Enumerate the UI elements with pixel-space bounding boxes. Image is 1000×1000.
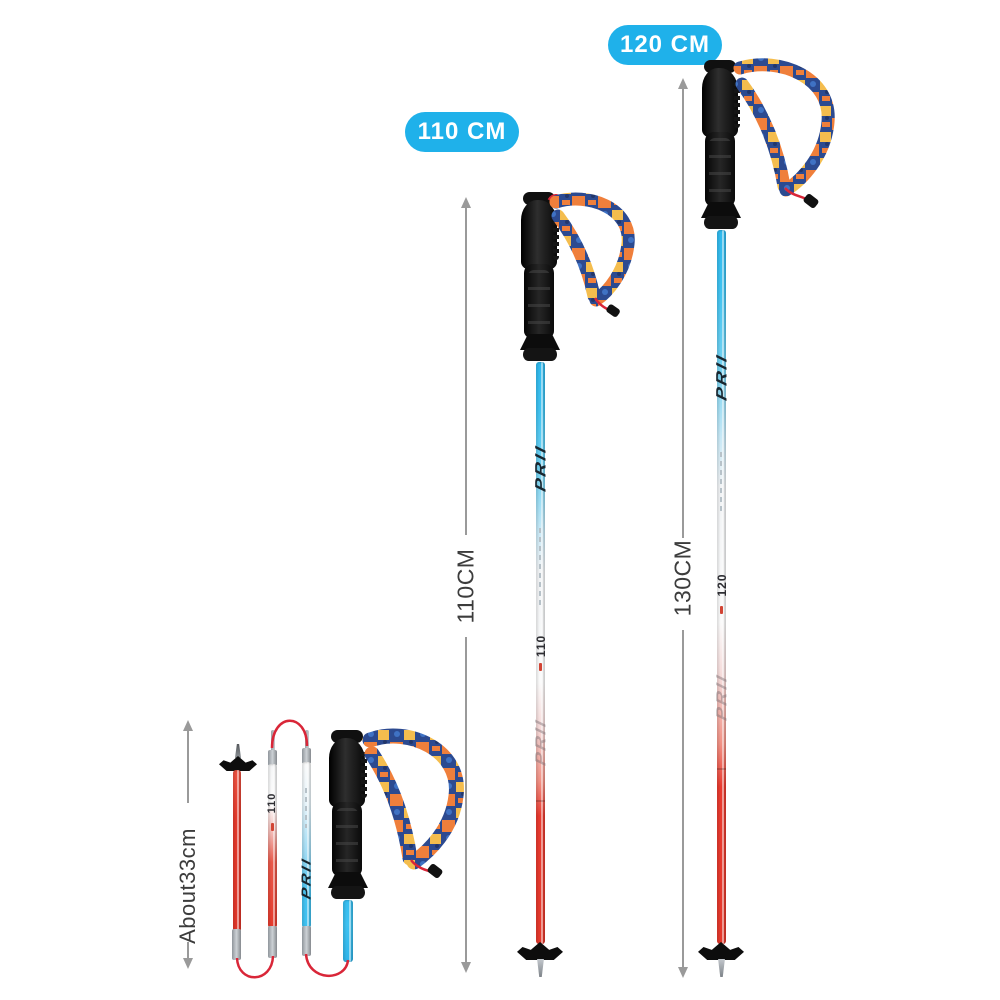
folded-segment3-stub	[305, 730, 309, 750]
pole-120-tip	[718, 959, 725, 977]
pole-110-shaft	[536, 362, 545, 944]
pole-120-brand-logo: PRII	[713, 351, 731, 403]
cord-bottom-loop-2	[304, 953, 350, 977]
dimension-arrow-down-folded	[183, 958, 193, 969]
pole-120-handle-flange	[704, 216, 738, 229]
pole-110-handle	[518, 192, 562, 364]
pole-110-joint	[536, 800, 545, 802]
pole-110-size-marking: 110	[534, 634, 548, 658]
folded-strap-toggle	[427, 863, 443, 879]
folded-segment2-shaft	[268, 764, 277, 928]
pole-110-handle-flange	[523, 348, 557, 361]
folded-segment2-size-marking: 110	[266, 792, 278, 814]
pole-110-strap-toggle	[606, 304, 620, 317]
folded-handle-shaft	[343, 900, 353, 962]
folded-segment1-shaft	[233, 770, 241, 932]
pole-110-micro-text	[539, 528, 541, 606]
dimension-arrow-up-130	[678, 78, 688, 89]
folded-grip-lower	[332, 802, 362, 876]
pole-120-grip-upper	[702, 68, 740, 138]
pole-110-brand-logo: PRII	[532, 442, 550, 494]
folded-segment3-brand-logo: PRII	[298, 855, 314, 901]
dimension-label-110: 110CM	[452, 548, 479, 624]
dimension-arrow-down-110	[461, 962, 471, 973]
pole-120-size-marking: 120	[715, 573, 729, 597]
pole-110-basket	[517, 942, 563, 960]
dimension-label-folded: About33cm	[175, 828, 200, 944]
dimension-arrow-down-130	[678, 967, 688, 978]
pole-110-handle-collar	[520, 334, 560, 350]
pole-120-handle-collar	[701, 202, 741, 218]
pole-120-grip-lower	[705, 132, 735, 206]
folded-segment3-micro-text	[305, 788, 307, 828]
pole-120-joint	[717, 768, 726, 770]
pole-110-red-mark	[539, 663, 542, 671]
pole-110-tip	[537, 959, 544, 977]
dimension-arrow-up-110	[461, 197, 471, 208]
pole-110-brand-logo-faint: PRII	[532, 716, 550, 768]
dimension-line-110-bottom	[465, 637, 467, 962]
dimension-arrow-up-folded	[183, 720, 193, 731]
dimension-line-130-bottom	[682, 630, 684, 967]
pole-110-grip-upper	[521, 200, 559, 270]
folded-handle-collar	[328, 872, 368, 888]
dimension-line-folded-bottom	[187, 942, 189, 958]
folded-handle	[326, 730, 370, 902]
folded-segment2-red-mark	[271, 823, 274, 831]
folded-segment3-shaft	[302, 762, 311, 928]
pole-120-basket	[698, 942, 744, 960]
cord-bottom-loop-1	[235, 955, 275, 979]
pole-120-strap-toggle	[803, 193, 819, 209]
pole-120-handle	[699, 60, 743, 232]
pole-120-red-mark	[720, 606, 723, 614]
folded-strap	[362, 728, 464, 879]
cord-top-loop	[270, 719, 309, 749]
dimension-line-110-top	[465, 208, 467, 535]
size-badge-110: 110 CM	[405, 112, 519, 152]
dimension-label-130: 130CM	[669, 539, 696, 617]
folded-segment2-ferrule-bottom	[268, 926, 277, 958]
folded-segment3-ferrule-top	[302, 748, 311, 764]
dimension-line-130-top	[682, 89, 684, 538]
pole-120-micro-text	[720, 452, 722, 514]
folded-grip-upper	[329, 738, 367, 808]
folded-handle-flange	[331, 886, 365, 899]
folded-segment2-ferrule-top	[268, 750, 277, 766]
folded-segment3-ferrule-bottom	[302, 926, 311, 956]
folded-segment1-ferrule	[232, 929, 241, 960]
pole-110-grip-lower	[524, 264, 554, 338]
dimension-line-folded-top	[187, 731, 189, 803]
size-badge-120: 120 CM	[608, 25, 722, 65]
folded-segment1-tip	[234, 744, 242, 758]
pole-120-brand-logo-faint: PRII	[713, 671, 731, 723]
pole-120-strap	[733, 58, 835, 209]
pole-120-shaft	[717, 230, 726, 944]
folded-segment1-basket	[219, 756, 257, 771]
